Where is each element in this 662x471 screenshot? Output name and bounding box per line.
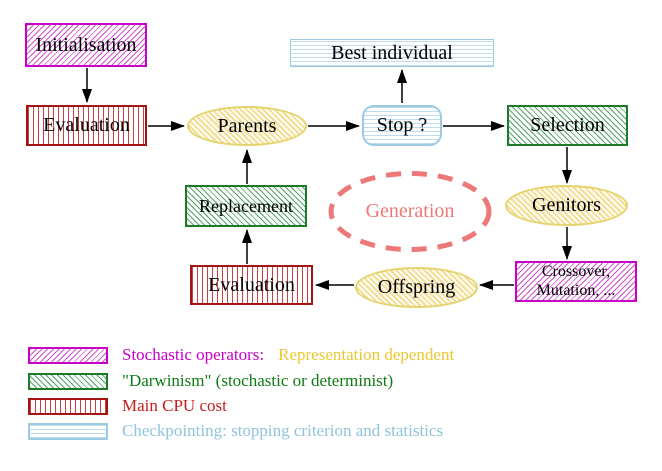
legend-text-representation: Representation dependent <box>278 345 455 364</box>
legend-swatch-main-cpu-cost <box>28 398 108 415</box>
crossover-line1: Crossover, <box>541 263 611 281</box>
node-genitors: Genitors <box>505 185 628 226</box>
crossover-line2: Mutation, ... <box>536 281 616 299</box>
legend-swatch-checkpointing <box>28 423 108 440</box>
legend-label-stochastic-operators: Stochastic operators: Representation depe… <box>122 345 454 365</box>
legend-label-main-cpu-cost: Main CPU cost <box>122 396 227 415</box>
generation-cycle-label: Generation <box>365 200 455 222</box>
node-initialisation: Initialisation <box>25 23 147 67</box>
legend-label-darwinism: "Darwinism" (stochastic or determinist) <box>122 371 394 390</box>
node-replacement: Replacement <box>185 185 307 227</box>
legend-text-stochastic: Stochastic operators: <box>122 345 265 364</box>
node-offspring: Offspring <box>355 267 478 308</box>
legend-swatch-darwinism <box>28 373 108 390</box>
legend-label-checkpointing: Checkpointing: stopping criterion and st… <box>122 421 444 440</box>
node-stop: Stop ? <box>362 105 442 146</box>
node-crossover-mutation: Crossover, Mutation, ... <box>515 261 637 302</box>
node-selection: Selection <box>507 105 628 146</box>
node-parents: Parents <box>187 106 307 146</box>
node-evaluation-top: Evaluation <box>26 105 147 146</box>
legend-swatch-stochastic-operators <box>28 347 108 364</box>
node-evaluation-bottom: Evaluation <box>190 265 313 305</box>
node-best-individual: Best individual <box>290 39 494 67</box>
